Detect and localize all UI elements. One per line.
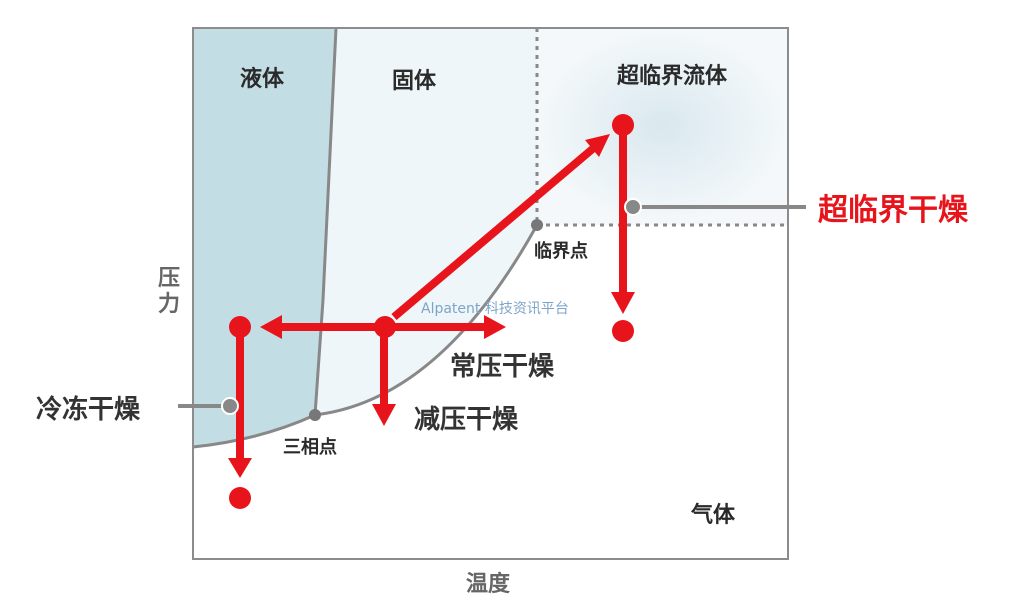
supercritical-drying-label: 超临界干燥 [818, 193, 969, 228]
solid-region [315, 28, 537, 415]
triple-point-dot [309, 409, 321, 421]
freeze-arrowhead-left [260, 315, 282, 339]
freeze-drying-label: 冷冻干燥 [36, 394, 141, 425]
supercritical-arrowhead-up [585, 134, 610, 157]
ambient-drying-label: 常压干燥 [450, 352, 555, 382]
supercritical-end-dot [612, 320, 634, 342]
drying-paths [228, 126, 635, 478]
freeze-callout-dot [221, 397, 239, 415]
ambient-arrowhead [484, 315, 506, 339]
supercritical-region [537, 28, 788, 225]
x-axis-label: 温度 [466, 571, 511, 597]
reduced-drying-label: 减压干燥 [414, 405, 519, 435]
freeze-start-dot [229, 316, 251, 338]
supercritical-callout-dot [624, 198, 642, 216]
y-axis-label-char-2: 力 [158, 292, 180, 317]
diagram-frame [192, 27, 789, 560]
gas-label: 气体 [690, 502, 736, 528]
reduced-arrowhead [372, 404, 396, 426]
freeze-end-dot [229, 487, 251, 509]
solid-label: 固体 [392, 69, 437, 94]
supercritical-label: 超临界流体 [617, 63, 728, 89]
watermark: Alpatent 科技资讯平台 [421, 301, 569, 317]
start-state-dot [374, 316, 396, 338]
critical-point-label: 临界点 [534, 240, 588, 262]
liquid-label: 液体 [240, 66, 285, 92]
y-axis-label: 压 力 [158, 266, 188, 317]
triple-point-label: 三相点 [283, 436, 337, 458]
y-axis-label-char-1: 压 [158, 266, 180, 291]
supercritical-arrow-up [391, 142, 599, 321]
freeze-arrowhead-down [228, 458, 252, 478]
supercritical-arrowhead-down [611, 292, 635, 314]
critical-point-dot [531, 219, 543, 231]
supercritical-top-dot [612, 114, 634, 136]
melting-curve [313, 27, 338, 416]
liquid-region [193, 28, 336, 447]
